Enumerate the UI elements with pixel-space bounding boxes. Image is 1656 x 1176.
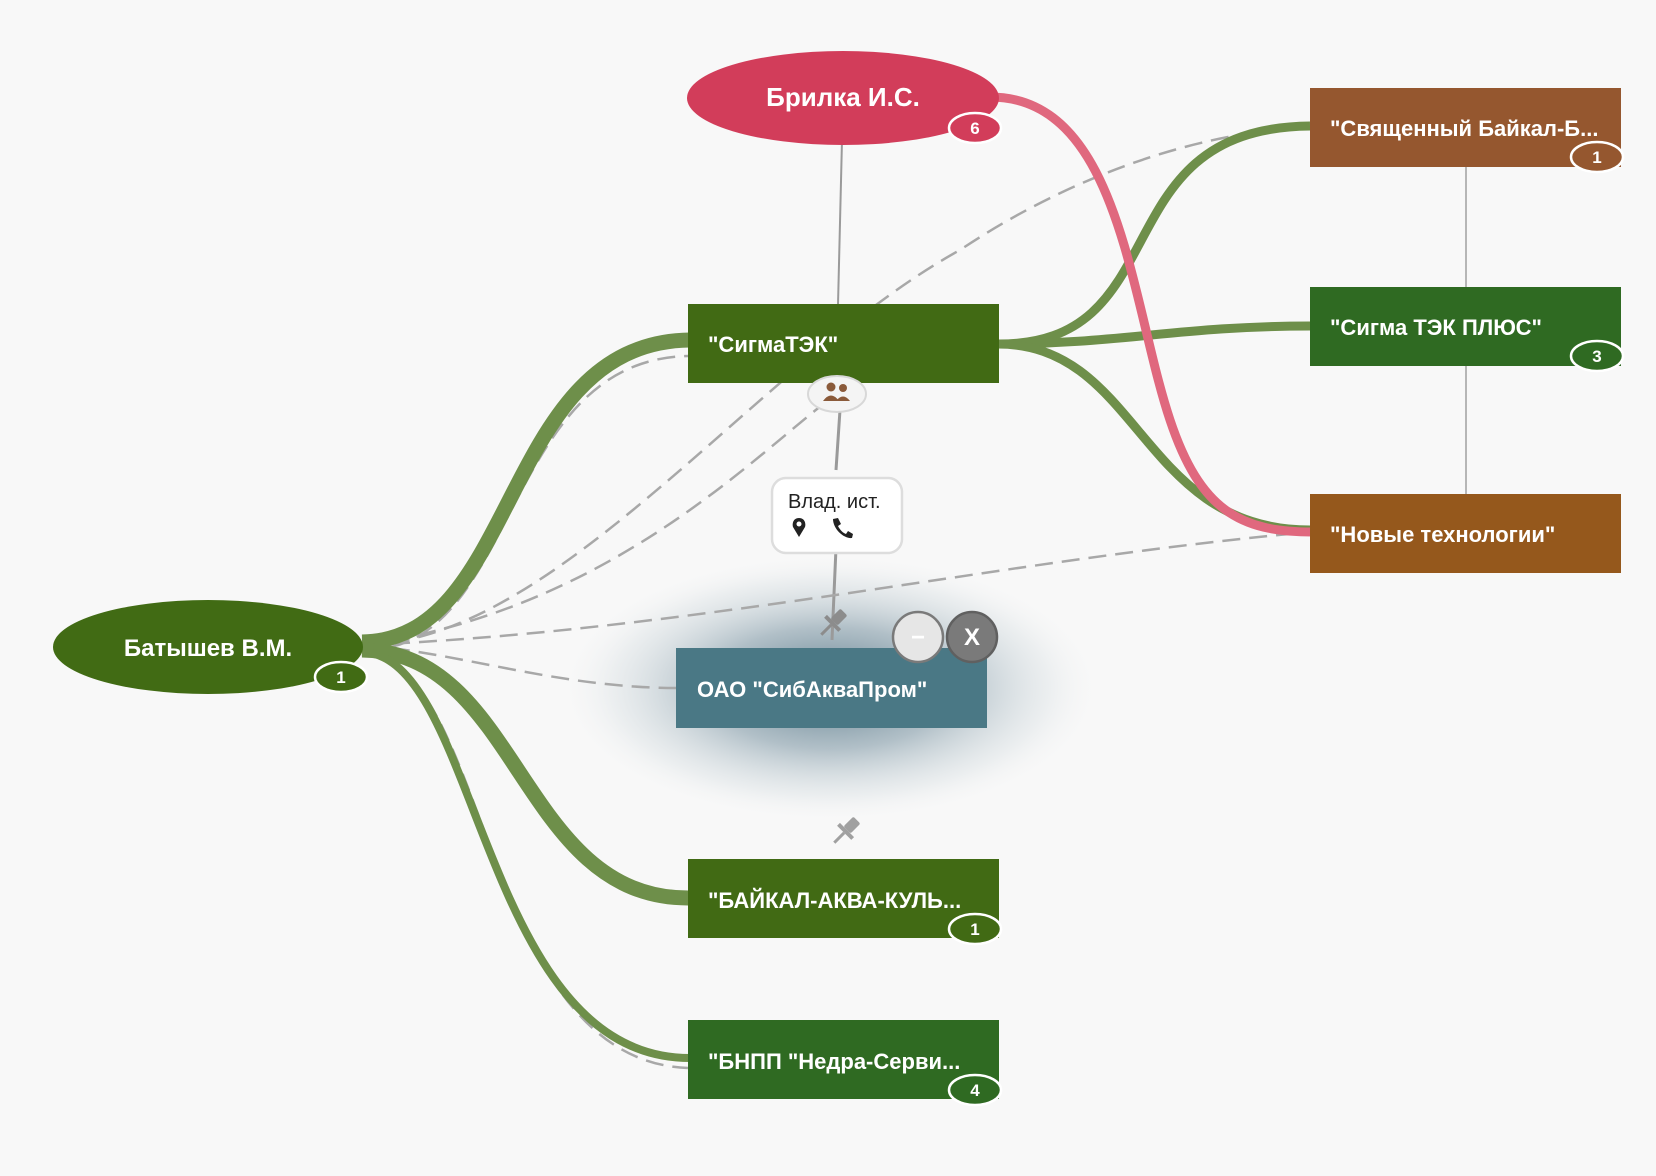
pin-icon[interactable]: [827, 813, 864, 850]
edge-brilka-sigmatek[interactable]: [837, 139, 843, 306]
edge-batyshev-bnpp[interactable]: [361, 648, 691, 1062]
company-node-sigmatek[interactable]: "СигмаТЭК": [688, 304, 999, 383]
person-node-brilka[interactable]: Брилка И.С. 6: [687, 51, 1003, 145]
close-button[interactable]: X: [945, 610, 999, 664]
edge-batyshev-baikal-akva[interactable]: [361, 642, 691, 906]
company-label: "Священный Байкал-Б...: [1330, 116, 1598, 141]
company-node-bnpp[interactable]: "БНПП "Недра-Серви... 4: [688, 1020, 1003, 1107]
edge-label-text: Влад. ист.: [788, 491, 881, 513]
count-badge-label: 6: [970, 119, 979, 138]
collapse-label: −: [911, 624, 925, 651]
company-label: ОАО "СибАкваПром": [697, 677, 927, 702]
person-label: Брилка И.С.: [766, 82, 920, 112]
company-label: "БАЙКАЛ-АКВА-КУЛЬ...: [708, 888, 961, 913]
count-badge[interactable]: [947, 1073, 1003, 1107]
count-badge[interactable]: [1569, 339, 1625, 373]
collapse-button[interactable]: −: [891, 610, 945, 664]
company-node-novye[interactable]: "Новые технологии": [1310, 494, 1621, 573]
edge-dashed-batyshev-novye[interactable]: [364, 530, 1311, 647]
company-node-svyashchenny[interactable]: "Священный Байкал-Б... 1: [1310, 88, 1625, 174]
company-label: "Сигма ТЭК ПЛЮС": [1330, 315, 1542, 340]
count-badge[interactable]: [1569, 140, 1625, 174]
count-badge-label: 4: [970, 1081, 980, 1100]
people-group-icon: [823, 382, 850, 401]
count-badge-label: 1: [1592, 148, 1601, 167]
person-node-batyshev[interactable]: Батышев В.М. 1: [53, 600, 369, 694]
count-badge-label: 1: [970, 920, 979, 939]
count-badge[interactable]: [947, 912, 1003, 946]
edges: [361, 92, 1467, 1070]
company-label: "СигмаТЭК": [708, 332, 838, 357]
company-label: "Новые технологии": [1330, 522, 1555, 547]
person-label: Батышев В.М.: [124, 635, 292, 662]
count-badge-label: 1: [336, 668, 345, 687]
pin-icon[interactable]: [814, 605, 851, 642]
edge-brilka-novye[interactable]: [989, 92, 1313, 537]
company-node-sigma-plus[interactable]: "Сигма ТЭК ПЛЮС" 3: [1310, 287, 1625, 373]
map-pin-icon: [792, 518, 806, 537]
edge-label-box[interactable]: Влад. ист.: [770, 476, 904, 555]
count-badge-label: 3: [1592, 347, 1601, 366]
phone-icon: [833, 518, 853, 539]
edge-dashed-batyshev-svyashchenny[interactable]: [364, 126, 1311, 647]
company-node-baikal-akva[interactable]: "БАЙКАЛ-АКВА-КУЛЬ... 1: [688, 859, 1003, 946]
edge-dashed-batyshev-group[interactable]: [364, 404, 823, 647]
count-badge[interactable]: [947, 111, 1003, 145]
company-node-sibakvaprom[interactable]: ОАО "СибАкваПром": [676, 648, 987, 728]
count-badge[interactable]: [313, 660, 369, 694]
group-marker[interactable]: [807, 375, 867, 413]
close-label: X: [964, 624, 980, 651]
company-label: "БНПП "Недра-Серви...: [708, 1049, 960, 1074]
edge-batyshev-sigmatek[interactable]: [361, 332, 691, 650]
edge-sigmatek-svyashchenny[interactable]: [997, 121, 1311, 349]
